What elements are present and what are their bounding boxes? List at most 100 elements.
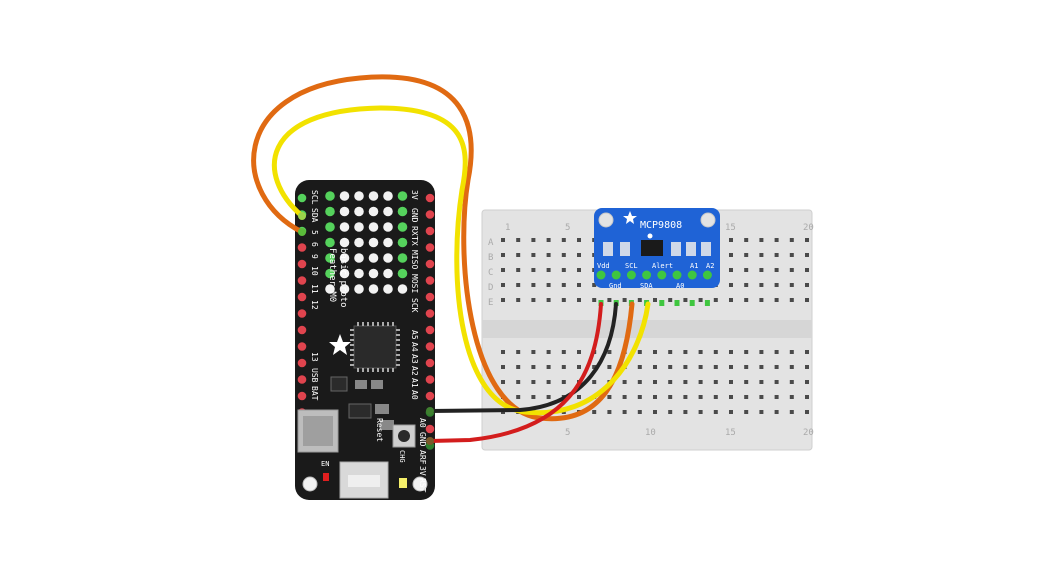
proto-hole (397, 191, 408, 201)
breadboard-hole (729, 350, 733, 354)
breadboard-hole (774, 268, 779, 272)
adafruit-flower-icon (329, 334, 351, 355)
breadboard-hole (501, 238, 505, 242)
feather-pin-label: 5 (310, 230, 319, 235)
proto-hole (325, 268, 335, 279)
breadboard-hole (622, 380, 627, 384)
breadboard-hole (531, 395, 536, 399)
chip-leg (362, 322, 364, 326)
breadboard-hole (546, 395, 551, 399)
smd-resistor (620, 242, 630, 256)
breadboard-hole (653, 410, 657, 414)
bb-col-number: 5 (565, 428, 570, 438)
wire-orange[interactable] (251, 74, 635, 422)
reset-label: Reset (375, 418, 384, 442)
breadboard-hole (577, 283, 581, 287)
breadboard-column-numbers-bottom: 5 10 15 20 (565, 428, 814, 438)
proto-hole (368, 268, 379, 279)
breadboard-hole (531, 365, 536, 369)
wire-end-pin (426, 407, 434, 415)
reset-button-cap[interactable] (398, 430, 410, 442)
red-led (323, 473, 329, 481)
chg-led (399, 478, 407, 488)
breadboard-hole (592, 380, 597, 384)
breadboard-hole (577, 350, 581, 354)
bb-row-letter: D (488, 283, 493, 293)
mcp-pin-foot (659, 300, 665, 306)
proto-hole (368, 191, 379, 201)
wire-yellow[interactable] (271, 105, 651, 416)
breadboard-hole (774, 298, 779, 302)
mcp-pin (626, 270, 636, 280)
pin-label-a0: A0 (418, 418, 427, 428)
proto-hole (354, 268, 364, 279)
breadboard-hole (637, 350, 642, 354)
breadboard-hole (698, 410, 703, 414)
smd-component (330, 376, 348, 392)
breadboard-hole (501, 365, 505, 369)
breadboard-hole (729, 238, 733, 242)
feather-pin-label: MISO (410, 250, 419, 269)
breadboard-hole (622, 395, 627, 399)
proto-hole (368, 284, 379, 294)
wire-red[interactable] (428, 302, 603, 443)
header-pad (297, 375, 307, 384)
chip-leg (396, 364, 400, 366)
breadboard-hole (698, 350, 703, 354)
breadboard-hole (668, 298, 673, 302)
breadboard-hole (607, 365, 612, 369)
feather-pin-label: 6 (310, 242, 319, 247)
breadboard-hole (516, 395, 521, 399)
wire-black[interactable] (428, 302, 618, 413)
header-pad (297, 193, 307, 203)
mcp9808-breakout: MCP9808 Vdd SCL Alert A1 A2 Gnd SDA A0 (594, 208, 720, 306)
proto-hole (339, 222, 350, 232)
feather-pin-label: A0 (410, 390, 419, 400)
breadboard-hole (729, 410, 733, 414)
chip-leg (396, 359, 400, 361)
breadboard-hole (774, 410, 779, 414)
feather-board-name: Feather M0 basic proto (327, 248, 348, 308)
breadboard-hole (683, 350, 688, 354)
breadboard-hole (561, 238, 566, 242)
breadboard-hole (501, 268, 505, 272)
mcp-pin-foot (689, 300, 695, 306)
breadboard-center-channel (482, 320, 812, 338)
chip-leg (357, 368, 359, 372)
chip-leg (350, 334, 354, 336)
feather-pin-label: 10 (310, 266, 319, 276)
breadboard-hole (637, 298, 642, 302)
board-name-line1: Feather M0 (327, 248, 337, 302)
chip-leg (372, 322, 374, 326)
breadboard-hole (561, 253, 566, 257)
mcp9808-title: MCP9808 (640, 220, 682, 231)
mcp9808-pins (596, 270, 712, 306)
mcp-pin (596, 270, 606, 280)
breadboard-hole (637, 365, 642, 369)
header-pad (425, 391, 435, 401)
feather-pin-label: RX (410, 226, 419, 236)
breadboard-hole (774, 380, 779, 384)
chip-leg (372, 368, 374, 372)
breadboard-hole (683, 380, 688, 384)
chip-leg (396, 344, 400, 346)
mcp9808-bottom-pin-labels: Gnd SDA A0 (609, 282, 684, 290)
breadboard-hole (592, 298, 597, 302)
chip-leg (387, 368, 389, 372)
breadboard-hole (774, 365, 779, 369)
proto-hole (397, 237, 408, 248)
mcp9808-sensor-chip (641, 240, 663, 256)
breadboard-hole (759, 365, 764, 369)
smd-component (348, 403, 372, 419)
header-pad (425, 210, 435, 219)
bb-col-number: 20 (803, 428, 814, 438)
mcp-pin-label-vdd: Vdd (597, 262, 610, 270)
breadboard-hole (729, 268, 733, 272)
chip-leg (387, 322, 389, 326)
breadboard-hole (744, 283, 749, 287)
smd-resistor (701, 242, 711, 256)
header-pad (425, 424, 435, 434)
breadboard-hole (653, 298, 657, 302)
breadboard-hole (729, 283, 733, 287)
